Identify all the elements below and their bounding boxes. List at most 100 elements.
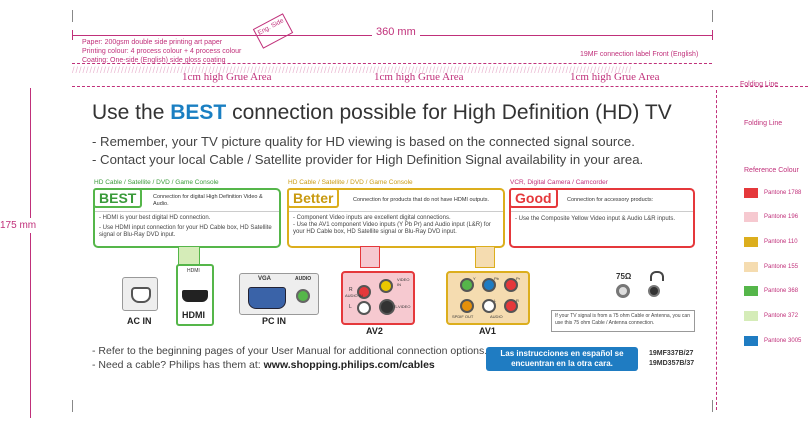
av1-spdif-label: SPDIF OUT bbox=[452, 314, 474, 319]
grue-area-label: 1cm high Grue Area bbox=[374, 71, 464, 83]
good-category: VCR, Digital Camera / Camcorder bbox=[510, 179, 608, 186]
av2-panel: VIDEO IN S-VIDEO AUDIO IN R L bbox=[341, 271, 415, 325]
width-label: 360 mm bbox=[372, 26, 420, 38]
swatch-label: Pantone 3005 bbox=[764, 338, 802, 344]
footer-line: - Refer to the beginning pages of your U… bbox=[92, 345, 488, 357]
subtitle-line: - Remember, your TV picture quality for … bbox=[92, 134, 635, 149]
best-category: HD Cable / Satellite / DVD / Game Consol… bbox=[94, 179, 219, 186]
antenna-jack-icon bbox=[616, 284, 630, 298]
swatch-pantone-196 bbox=[744, 212, 758, 222]
ohm-label: 75Ω bbox=[616, 272, 632, 281]
av1-jack-spdif bbox=[460, 299, 474, 313]
headline-post: connection possible for High Definition … bbox=[226, 101, 672, 124]
av1-r-label: R bbox=[516, 298, 519, 303]
pc-in-label: PC IN bbox=[262, 316, 287, 326]
better-divider bbox=[289, 211, 503, 212]
good-stub bbox=[360, 246, 380, 268]
av2-jack-video bbox=[379, 279, 393, 293]
model-number: 19MF337B/27 bbox=[649, 350, 694, 357]
best-stub bbox=[178, 246, 200, 266]
hdmi-port-icon bbox=[182, 290, 208, 302]
headline-pre: Use the bbox=[92, 101, 171, 124]
av2-l-label: L bbox=[349, 304, 352, 310]
best-bullet: - HDMI is your best digital HD connectio… bbox=[99, 215, 211, 221]
ac-in-port bbox=[122, 277, 158, 311]
best-tag: BEST bbox=[93, 188, 143, 208]
hdmi-label: HDMI bbox=[182, 310, 205, 320]
folding-line-label: Folding Line bbox=[744, 120, 783, 127]
av1-pr-label: Pr bbox=[516, 276, 520, 281]
good-bullet: - Use the Composite Yellow Video input &… bbox=[515, 216, 675, 222]
audio-label: AUDIO bbox=[295, 276, 312, 282]
good-desc: Connection for accessory products: bbox=[567, 197, 654, 203]
best-panel: BEST Connection for digital High Definit… bbox=[93, 188, 281, 248]
grue-area-label: 1cm high Grue Area bbox=[182, 71, 272, 83]
grue-dash-top bbox=[72, 63, 712, 64]
spec-line: Paper: 200gsm double side printing art p… bbox=[82, 39, 223, 46]
swatch-pantone-155 bbox=[744, 262, 758, 272]
better-panel: Better Connection for products that do n… bbox=[287, 188, 505, 248]
better-bullet: - Component Video inputs are excellent d… bbox=[293, 215, 451, 221]
spanish-line: Las instrucciones en español se bbox=[500, 349, 624, 358]
grue-area-label: 1cm high Grue Area bbox=[570, 71, 660, 83]
cable-url-link[interactable]: www.shopping.philips.com/cables bbox=[263, 359, 435, 371]
ohm-note: If your TV signal is from a 75 ohm Cable… bbox=[551, 310, 695, 332]
page-title: Use the BEST connection possible for Hig… bbox=[92, 101, 672, 125]
swatch-label: Pantone 1788 bbox=[764, 190, 802, 196]
crop-mark bbox=[72, 10, 73, 22]
vga-label: VGA bbox=[258, 276, 272, 282]
av2-jack-l bbox=[357, 301, 371, 315]
left-dimension-line bbox=[30, 88, 31, 418]
best-bullet: - Use HDMI input connection for your HD … bbox=[99, 225, 272, 238]
grue-dash-bottom bbox=[72, 86, 808, 87]
av2-svideo-label: S-VIDEO bbox=[394, 304, 411, 309]
av2-jack-svideo bbox=[379, 299, 395, 315]
av1-jack-l bbox=[482, 299, 496, 313]
swatch-pantone-3005 bbox=[744, 336, 758, 346]
av1-jack-pb bbox=[482, 278, 496, 292]
av1-y-label: Y bbox=[473, 276, 476, 281]
swatch-label: Pantone 372 bbox=[764, 313, 799, 319]
label-id: 19MF connection label Front (English) bbox=[580, 51, 699, 58]
av2-audio-in-label: AUDIO IN bbox=[345, 293, 363, 298]
av1-jack-y bbox=[460, 278, 474, 292]
spec-block: Paper: 200gsm double side printing art p… bbox=[82, 38, 272, 65]
crop-mark bbox=[72, 400, 73, 412]
av2-video-in-label: VIDEO IN bbox=[397, 277, 410, 287]
dim-tick-left bbox=[72, 30, 73, 40]
av1-panel: Y Pb Pr L R SPDIF OUT AUDIO bbox=[446, 271, 530, 325]
better-category: HD Cable / Satellite / DVD / Game Consol… bbox=[288, 179, 413, 186]
av2-label: AV2 bbox=[366, 326, 383, 336]
best-divider bbox=[95, 211, 279, 212]
ac-in-label: AC IN bbox=[127, 316, 152, 326]
spec-line: Printing colour: 4 process colour + 4 pr… bbox=[82, 48, 242, 55]
headphone-icon bbox=[650, 271, 664, 281]
spec-line: Coating: One-side (English) side gloss c… bbox=[82, 57, 226, 64]
height-label: 175 mm bbox=[0, 218, 37, 233]
hdmi-label-top: HDMI bbox=[187, 268, 200, 274]
good-divider bbox=[511, 211, 693, 212]
av1-jack-pr bbox=[504, 278, 518, 292]
swatch-label: Pantone 110 bbox=[764, 239, 798, 245]
swatch-label: Pantone 155 bbox=[764, 264, 799, 270]
better-bullet: - Use the AV1 component Video inputs (Y … bbox=[293, 222, 491, 235]
swatch-pantone-372 bbox=[744, 311, 758, 321]
headline-best: BEST bbox=[170, 101, 227, 124]
av1-l-label: L bbox=[494, 298, 497, 303]
right-dash-line bbox=[716, 90, 717, 410]
better-stub bbox=[475, 246, 495, 268]
swatch-label: Pantone 196 bbox=[764, 214, 799, 220]
good-panel: Good Connection for accessory products: … bbox=[509, 188, 695, 248]
good-tag: Good bbox=[509, 188, 558, 208]
swatch-label: Pantone 368 bbox=[764, 288, 799, 294]
spanish-line: encuentran en la otra cara. bbox=[511, 359, 613, 368]
better-desc: Connection for products that do not have… bbox=[353, 197, 490, 203]
audio-jack-icon bbox=[296, 289, 310, 303]
need-cable-text: - Need a cable? Philips has them at: bbox=[92, 359, 264, 371]
vga-port-icon bbox=[248, 287, 286, 309]
better-tag: Better bbox=[287, 188, 340, 208]
crop-mark bbox=[712, 400, 713, 412]
swatch-pantone-1788 bbox=[744, 188, 758, 198]
av1-label: AV1 bbox=[479, 326, 496, 336]
reference-colour-title: Reference Colour bbox=[744, 167, 799, 174]
